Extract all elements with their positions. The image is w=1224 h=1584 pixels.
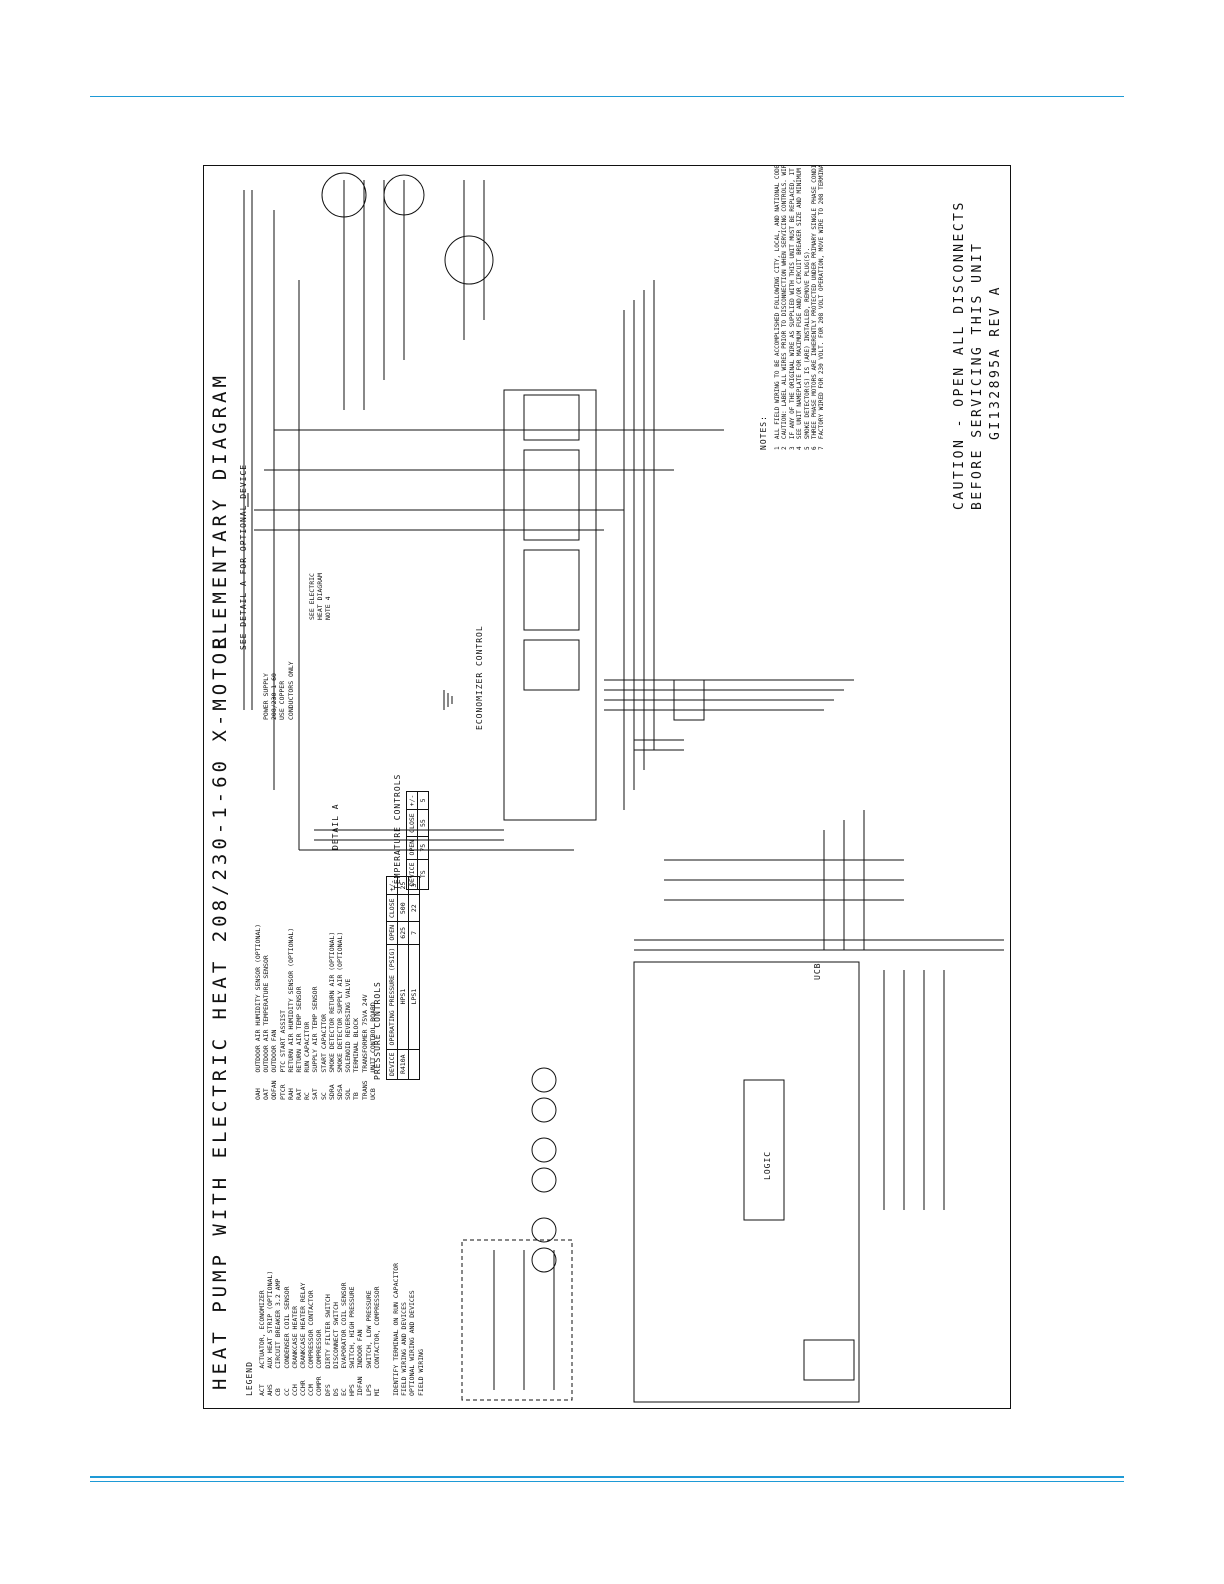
ucb-board-outline	[633, 961, 860, 1403]
header-rule	[90, 96, 1124, 97]
logic-block	[743, 1079, 785, 1221]
footer-rule	[90, 1476, 1124, 1478]
wiring-diagram-frame: HEAT PUMP WITH ELECTRIC HEAT 208/230-1-6…	[203, 165, 1011, 1409]
diagram-canvas: HEAT PUMP WITH ELECTRIC HEAT 208/230-1-6…	[204, 166, 1010, 1408]
footer-rule-thin	[90, 1481, 1124, 1482]
pwr-terminal-block	[803, 1339, 855, 1381]
economizer-control-box	[503, 389, 597, 821]
wiring-schematic	[243, 172, 1004, 1403]
